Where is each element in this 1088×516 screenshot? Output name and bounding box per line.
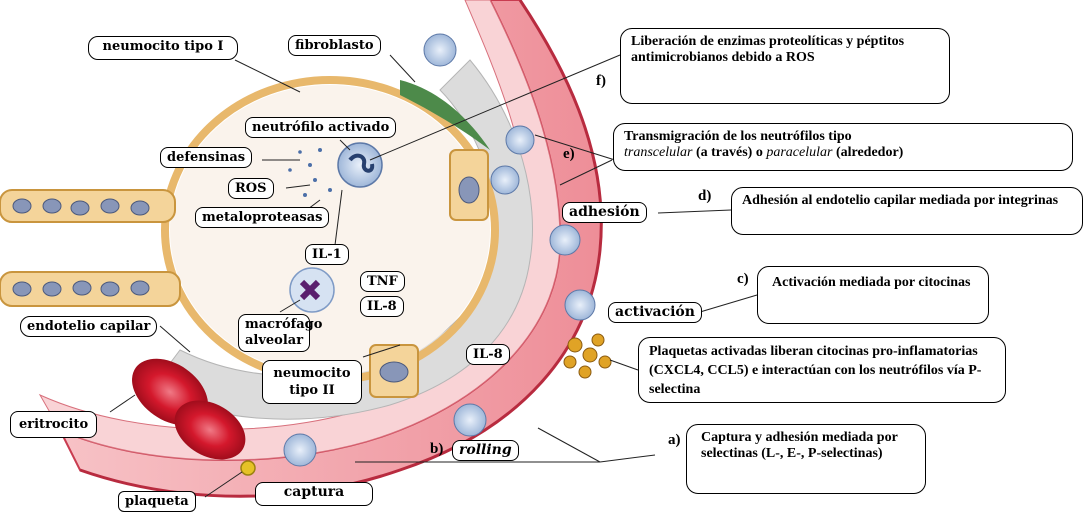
box-e-text-1: Transmigración de los neutrófilos tipo: [624, 129, 852, 144]
description-box-a: Captura y adhesión mediada por selectina…: [686, 424, 926, 494]
label-il-8-macrophage: IL-8: [360, 296, 404, 317]
label-macrofago-alveolar: macrófago alveolar: [238, 314, 310, 352]
label-eritrocito: eritrocito: [10, 411, 97, 438]
label-il-1: IL-1: [305, 244, 349, 265]
box-e-paracelular: paracelular: [766, 145, 832, 160]
label-tnf: TNF: [360, 271, 405, 292]
label-fibroblasto: fibroblasto: [288, 35, 381, 56]
label-adhesion: adhesión: [562, 202, 647, 223]
description-box-f: Liberación de enzimas proteolíticas y pé…: [620, 28, 950, 104]
alveolar-macrophage: [290, 268, 334, 312]
label-rolling: rolling: [452, 440, 519, 461]
platelet-cell: [241, 461, 255, 475]
box-e-text-3: (alrededor): [836, 145, 903, 160]
label-endotelio-capilar: endotelio capilar: [20, 316, 157, 337]
label-neumocito-tipo-i: neumocito tipo I: [88, 36, 238, 60]
step-d: d): [698, 188, 711, 205]
step-a: a): [668, 432, 681, 449]
label-defensinas: defensinas: [160, 147, 252, 168]
step-e: e): [563, 146, 575, 163]
label-ros: ROS: [228, 178, 274, 199]
label-captura: captura: [255, 482, 373, 506]
box-e-text-2: (a través) o: [696, 145, 763, 160]
description-box-e: Transmigración de los neutrófilos tipo t…: [613, 123, 1073, 171]
description-box-platelets: Plaquetas activadas liberan citocinas pr…: [638, 337, 1006, 403]
step-f: f): [596, 73, 606, 90]
label-il-8-vessel: IL-8: [466, 344, 510, 365]
description-box-c: Activación mediada por citocinas: [757, 266, 989, 324]
description-box-d: Adhesión al endotelio capilar mediada po…: [731, 187, 1083, 235]
label-activacion: activación: [608, 302, 702, 323]
label-metaloproteasas: metaloproteasas: [195, 207, 329, 228]
label-neumocito-tipo-ii: neumocito tipo II: [262, 360, 362, 404]
step-c: c): [737, 271, 749, 288]
label-neutrofilo-activado: neutrófilo activado: [245, 117, 396, 138]
box-e-transcelular: transcelular: [624, 145, 692, 160]
activated-platelets-cluster: [564, 334, 611, 378]
label-plaqueta: plaqueta: [118, 491, 196, 512]
step-b: b): [430, 441, 443, 458]
